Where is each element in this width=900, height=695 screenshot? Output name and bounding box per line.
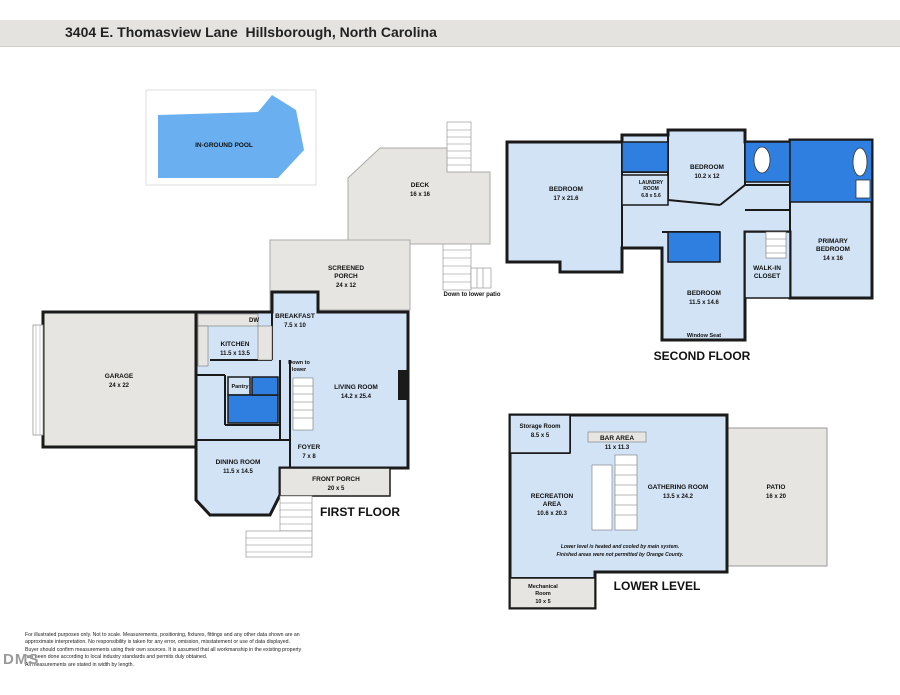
disclaimer-line: has been done according to local industr…: [25, 654, 208, 661]
mechanical-label-2: Room: [535, 591, 551, 597]
foyer-label: FOYER: [298, 444, 321, 451]
laundry-label: LAUNDRY: [639, 180, 664, 186]
screened-porch-label: SCREENED: [328, 265, 364, 272]
breakfast-size: 7.5 x 10: [284, 323, 306, 329]
living-room-label: LIVING ROOM: [334, 384, 378, 391]
living-room-size: 14.2 x 25.4: [341, 394, 372, 400]
disclaimer-line: For illustrated purposes only. Not to sc…: [25, 632, 300, 638]
watermark-logo: DMS: [3, 651, 40, 668]
front-stairs: [245, 495, 313, 558]
laundry-label-2: ROOM: [643, 186, 659, 192]
bedroom-bottom-label: BEDROOM: [687, 290, 721, 297]
property-address: 3404 E. Thomasview Lane Hillsborough, No…: [65, 24, 437, 40]
screened-porch-size: 24 x 12: [336, 283, 357, 289]
primary-bedroom-label: PRIMARY: [818, 238, 848, 245]
header-bar: 3404 E. Thomasview Lane Hillsborough, No…: [0, 20, 900, 47]
kitchen-counters: [197, 313, 273, 367]
first-floor-title: FIRST FLOOR: [320, 505, 400, 519]
mechanical-label: Mechanical: [528, 584, 558, 590]
recreation-label-2: AREA: [543, 501, 562, 508]
bedroom-closet: [667, 231, 721, 263]
dishwasher-label: DW: [249, 318, 259, 324]
front-porch-area: [279, 467, 391, 497]
disclaimer-text: For illustrated purposes only. Not to sc…: [25, 632, 365, 669]
lower-stairs: [591, 454, 638, 531]
bedroom-bottom-size: 11.5 x 14.6: [689, 300, 719, 306]
walk-in-closet-label-2: CLOSET: [754, 273, 780, 280]
storage-label: Storage Room: [519, 424, 560, 430]
interior-stairs: [292, 377, 314, 431]
window-seat-label: Window Seat: [687, 333, 721, 339]
second-floor-title: SECOND FLOOR: [654, 349, 751, 363]
dining-room-label: DINING ROOM: [216, 459, 261, 466]
kitchen-label: KITCHEN: [221, 341, 250, 348]
recreation-label: RECREATION: [531, 493, 574, 500]
fireplace: [398, 370, 408, 400]
lower-level-note-1: Lower level is heated and cooled by main…: [561, 544, 679, 550]
disclaimer-line: All measurements are stated in width by …: [25, 661, 134, 668]
pool-shape: [158, 95, 304, 178]
bedroom-small-label: BEDROOM: [690, 164, 724, 171]
bedroom-small-size: 10.2 x 12: [694, 174, 720, 180]
storage-room: [509, 414, 571, 454]
mechanical-size: 10 x 5: [535, 599, 550, 605]
half-bath: [227, 394, 279, 424]
disclaimer-line: Buyer should confirm measurements using …: [25, 646, 302, 653]
pool-label: IN-GROUND POOL: [195, 142, 253, 149]
deck-label: DECK: [411, 182, 430, 189]
bar-area-size: 11 x 11.3: [605, 445, 630, 451]
foyer-size: 7 x 8: [302, 454, 316, 460]
bar-counter: [587, 431, 647, 443]
primary-bedroom-size: 14 x 16: [823, 256, 844, 262]
screened-porch-label-2: PORCH: [334, 273, 358, 280]
patio-label: PATIO: [767, 484, 786, 491]
garage-size: 24 x 22: [109, 383, 130, 389]
dining-room-size: 11.5 x 14.5: [223, 469, 253, 475]
lower-level-note-2: Finished areas were not permitted by Ora…: [556, 552, 683, 558]
lower-level-title: LOWER LEVEL: [614, 579, 701, 593]
pantry-label: Pantry: [231, 384, 249, 390]
deck-area: [347, 147, 491, 245]
gathering-size: 13.5 x 24.2: [663, 494, 694, 500]
deck-stairs: [442, 121, 492, 291]
bedroom-large-label: BEDROOM: [549, 186, 583, 193]
bedroom-large-size: 17 x 21.6: [553, 196, 579, 202]
down-to-lower-label-2: lower: [292, 367, 307, 373]
recreation-size: 10.6 x 20.3: [537, 511, 568, 517]
kitchen-size: 11.5 x 13.5: [220, 351, 250, 357]
walk-in-closet-label: WALK-IN: [753, 265, 781, 272]
bar-area-label: BAR AREA: [600, 435, 634, 442]
gathering-label: GATHERING ROOM: [648, 484, 709, 491]
deck-size: 16 x 16: [410, 192, 431, 198]
down-to-lower-patio-label: Down to lower patio: [444, 292, 501, 298]
storage-size: 8.5 x 5: [531, 433, 550, 439]
primary-bedroom-label-2: BEDROOM: [816, 246, 850, 253]
laundry-size: 6.8 x 5.6: [641, 193, 661, 199]
patio-size: 16 x 20: [766, 494, 787, 500]
front-porch-label: FRONT PORCH: [312, 476, 360, 483]
breakfast-label: BREAKFAST: [275, 313, 315, 320]
down-to-lower-label: Down to: [288, 360, 310, 366]
front-porch-size: 20 x 5: [328, 486, 345, 492]
garage-label: GARAGE: [105, 373, 134, 380]
disclaimer-line: approximate interpretation. No responsib…: [25, 639, 290, 646]
pool-panel: IN-GROUND POOL: [145, 89, 317, 186]
mechanical-room: [509, 577, 596, 609]
